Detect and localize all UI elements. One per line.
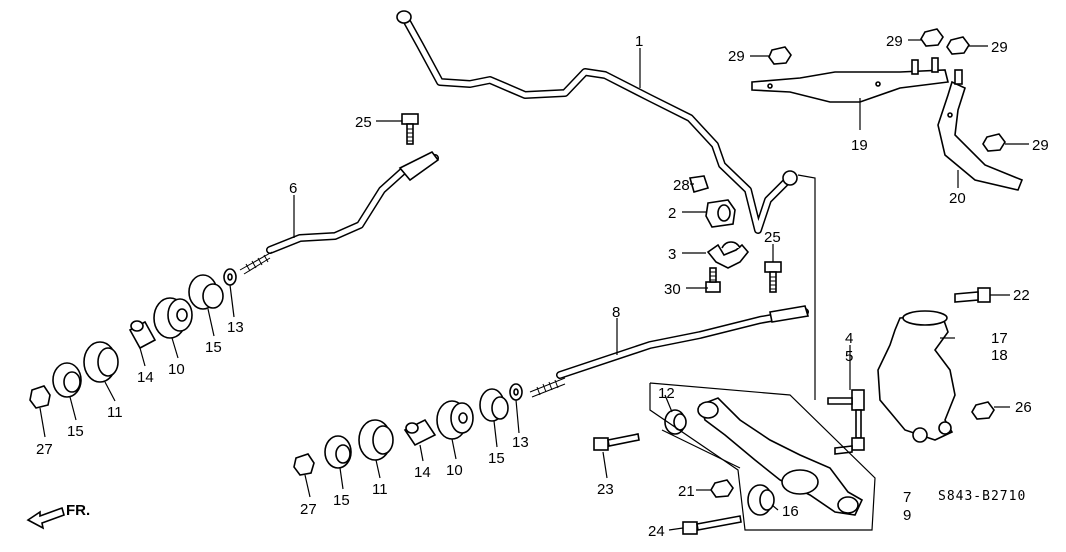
bolt-25-left <box>401 113 419 145</box>
callout-29-a: 29 <box>728 48 745 65</box>
stabilizer-link <box>797 174 865 455</box>
callout-10-upper: 10 <box>168 361 185 378</box>
lower-arm <box>697 397 864 516</box>
knuckle <box>877 310 956 443</box>
callout-3: 3 <box>668 246 676 263</box>
callout-9: 9 <box>903 507 911 524</box>
radius-rod-upper <box>239 150 440 275</box>
stabilizer-bushing <box>705 199 736 228</box>
callout-22: 22 <box>1013 287 1030 304</box>
callout-6: 6 <box>289 180 297 197</box>
lower-rod-hardware <box>293 383 523 476</box>
callout-11-lower: 11 <box>372 481 388 498</box>
callout-25-left: 25 <box>355 114 372 131</box>
callout-26: 26 <box>1015 399 1032 416</box>
front-direction-arrow: FR. <box>26 502 90 530</box>
callout-15-c: 15 <box>488 450 505 467</box>
arm-group-outline <box>649 382 876 531</box>
front-direction-label: FR. <box>66 502 90 519</box>
callout-29-d: 29 <box>1032 137 1049 154</box>
callout-20: 20 <box>949 190 966 207</box>
bolt-24 <box>682 515 742 535</box>
callout-23: 23 <box>597 481 614 498</box>
callout-19: 19 <box>851 137 868 154</box>
callout-14-upper: 14 <box>137 369 154 386</box>
callout-4: 4 <box>845 330 853 347</box>
callout-12: 12 <box>658 385 675 402</box>
callout-10-lower: 10 <box>446 462 463 479</box>
callout-1: 1 <box>635 33 643 50</box>
bracket-plate-19 <box>751 57 949 103</box>
callout-15-a: 15 <box>205 339 222 356</box>
callout-28: 28 <box>673 177 690 194</box>
bolt-22 <box>954 287 991 303</box>
diagram-code: S843-B2710 <box>938 489 1026 504</box>
callout-14-lower: 14 <box>414 464 431 481</box>
upper-rod-hardware <box>29 268 237 409</box>
callout-numbers: 1 2 3 4 5 6 7 8 9 10 10 11 11 12 13 13 1… <box>36 33 1049 540</box>
bolt-23 <box>593 433 640 451</box>
callout-11-upper: 11 <box>107 404 123 421</box>
nut-29-c <box>946 36 970 55</box>
callout-7: 7 <box>903 489 911 506</box>
arm-inner-outline <box>661 429 741 469</box>
nut-29-a <box>768 46 792 65</box>
callout-13-upper: 13 <box>227 319 244 336</box>
callout-25-right: 25 <box>764 229 781 246</box>
callout-8: 8 <box>612 304 620 321</box>
nut-26 <box>971 401 995 420</box>
callout-13-lower: 13 <box>512 434 529 451</box>
stabilizer-bar <box>396 10 798 234</box>
bracket-plate-20 <box>937 69 1024 191</box>
bolt-30 <box>705 267 721 293</box>
callout-15-d: 15 <box>333 492 350 509</box>
callout-27-lower: 27 <box>300 501 317 518</box>
stabilizer-holder <box>706 241 750 269</box>
leader-lines <box>39 39 1029 531</box>
callout-29-c: 29 <box>991 39 1008 56</box>
radius-rod-lower <box>529 305 810 398</box>
callout-27-upper: 27 <box>36 441 53 458</box>
nut-28 <box>688 175 710 193</box>
nut-29-b <box>920 28 944 47</box>
nut-21 <box>710 479 734 498</box>
callout-21: 21 <box>678 483 695 500</box>
callout-16: 16 <box>782 503 799 520</box>
callout-29-b: 29 <box>886 33 903 50</box>
callout-17: 17 <box>991 330 1008 347</box>
callout-24: 24 <box>648 523 665 540</box>
bolt-25-right <box>764 261 782 293</box>
callout-15-b: 15 <box>67 423 84 440</box>
callout-18: 18 <box>991 347 1008 364</box>
callout-30: 30 <box>664 281 681 298</box>
nut-29-d <box>982 133 1006 152</box>
callout-5: 5 <box>845 348 853 365</box>
bushing-16 <box>747 484 775 516</box>
callout-2: 2 <box>668 205 676 222</box>
